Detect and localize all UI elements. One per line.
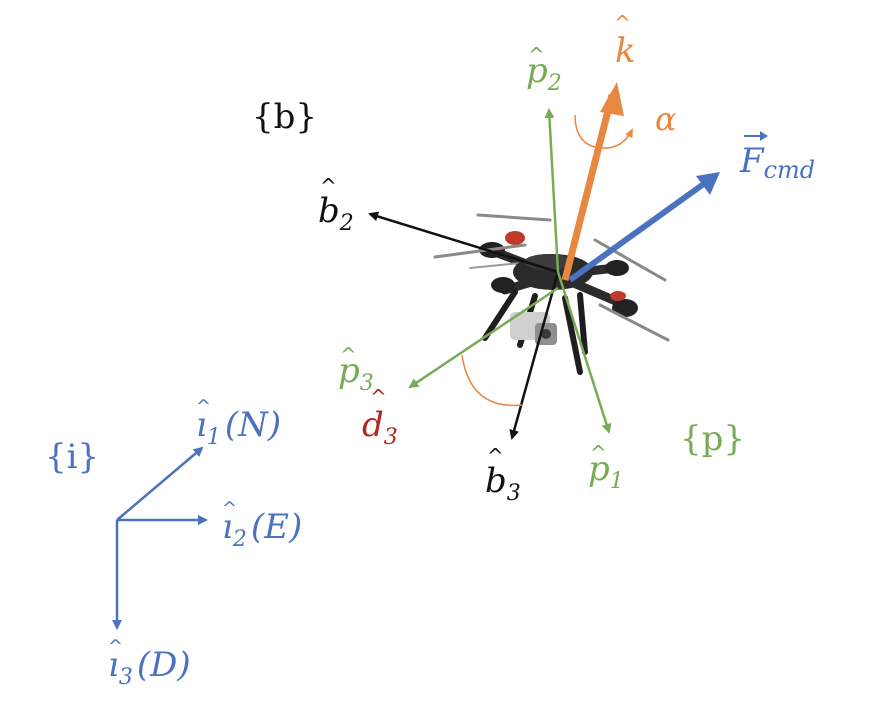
b3-axis: [509, 271, 560, 440]
svg-text:^: ^: [222, 498, 237, 519]
alpha-rotation-arc: [574, 114, 633, 149]
svg-text:p2: p2: [526, 51, 562, 96]
i3-label: ı3(D) ^: [108, 636, 191, 690]
svg-text:p3: p3: [338, 351, 374, 396]
b2-label: b2 ^: [318, 174, 354, 236]
svg-text:ı2(E): ı2(E): [222, 507, 302, 552]
p3-label: p3 ^: [338, 343, 374, 396]
p1-label: p1 ^: [588, 441, 624, 494]
svg-text:d3: d3: [362, 405, 398, 450]
alpha-label: α: [655, 100, 677, 138]
svg-text:b2: b2: [318, 191, 354, 236]
p2-label: p2 ^: [526, 43, 562, 96]
svg-text:^: ^: [528, 43, 545, 67]
angle-arc-p3-b3: [461, 354, 523, 407]
frame-p-label: {p}: [680, 419, 745, 459]
fcmd-vector-head: [696, 172, 720, 195]
i1-label: ı1(N) ^: [196, 396, 281, 450]
svg-text:b3: b3: [485, 461, 521, 506]
b2-axis: [368, 211, 559, 274]
fcmd-vector: [568, 180, 707, 283]
svg-text:^: ^: [108, 636, 123, 657]
svg-text:^: ^: [320, 174, 337, 198]
i2-label: ı2(E) ^: [222, 498, 302, 552]
k-vector: [561, 94, 616, 281]
p2-axis: [544, 108, 560, 273]
svg-text:ı1(N): ı1(N): [196, 405, 281, 450]
frame-b-label: {b}: [252, 97, 317, 137]
svg-text:^: ^: [487, 444, 504, 468]
svg-text:^: ^: [196, 396, 211, 417]
d3-label: d3 ^: [362, 385, 398, 450]
frame-i-label: {i}: [45, 437, 99, 477]
i1-axis: [116, 446, 204, 521]
svg-text:Fcmd: Fcmd: [739, 141, 815, 184]
p3-axis: [408, 286, 559, 389]
svg-text:k: k: [615, 31, 636, 71]
p1-axis: [556, 271, 612, 434]
k-label: k ^: [614, 11, 636, 71]
svg-text:^: ^: [614, 11, 631, 35]
svg-text:^: ^: [370, 385, 387, 409]
b3-label: b3 ^: [485, 444, 521, 506]
svg-text:^: ^: [340, 343, 357, 367]
svg-text:p1: p1: [588, 449, 624, 494]
svg-text:^: ^: [590, 441, 607, 465]
fcmd-label: Fcmd: [739, 131, 815, 184]
k-vector-head: [600, 82, 624, 116]
svg-text:ı3(D): ı3(D): [108, 645, 191, 690]
